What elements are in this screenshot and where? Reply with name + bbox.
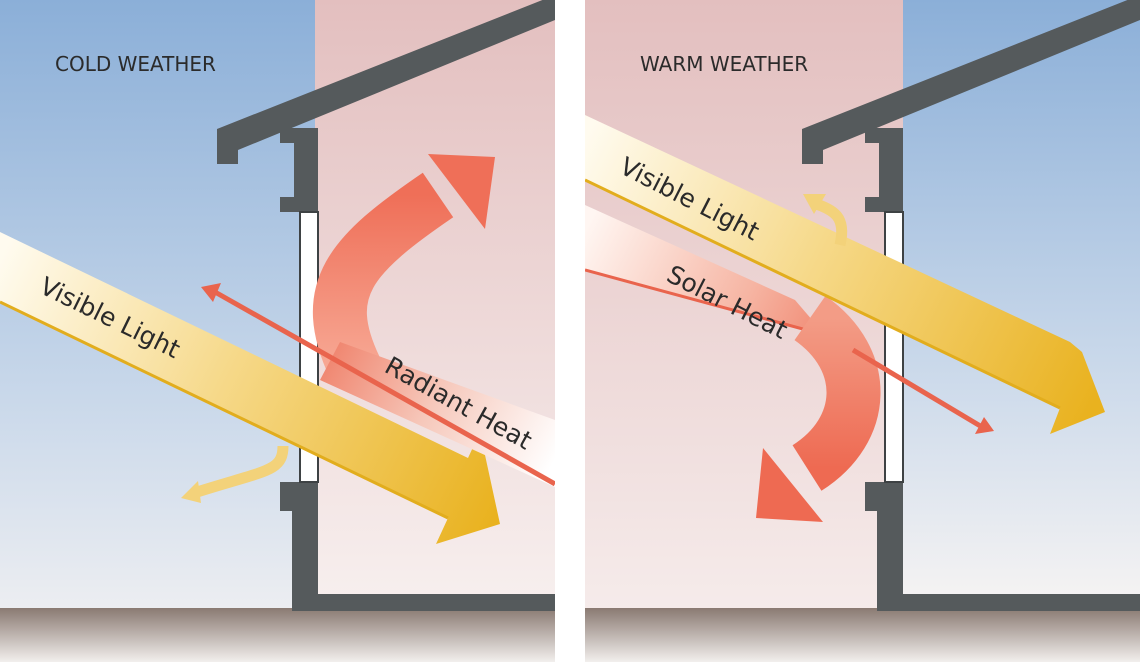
rising-heat-curve-arrow [312, 172, 454, 380]
heat-transfer-arrow-line [851, 347, 984, 430]
cold-weather-panel: COLD WEATHER Visible Light Radiant Heat [0, 0, 555, 662]
warm-weather-panel: WARM WEATHER Visible Light Solar Heat [585, 0, 1140, 662]
ground [585, 608, 1140, 662]
roof-eave [217, 0, 555, 164]
solar-heat-arrowhead [756, 448, 823, 522]
upper-wall-section [865, 128, 903, 212]
radiant-heat-arrowhead [201, 283, 221, 302]
cold-weather-diagram: COLD WEATHER Visible Light Radiant Heat [0, 0, 555, 662]
reflected-light-arrowhead [181, 481, 201, 503]
ground [0, 608, 555, 662]
upper-wall-section [280, 128, 318, 212]
window-glass [884, 211, 904, 483]
visible-light-arrow [585, 115, 1105, 434]
radiant-heat-arrow-line [213, 289, 555, 487]
panel-title: WARM WEATHER [640, 52, 808, 76]
solar-heat-band [585, 205, 825, 335]
reflected-light-arrow [192, 445, 289, 499]
rising-heat-arrowhead [428, 154, 495, 229]
roof-eave [802, 0, 1140, 164]
lower-wall-and-floor [865, 482, 1140, 611]
solar-heat-band-edge [585, 268, 826, 337]
reflected-light-arrowhead [803, 194, 826, 214]
heat-transfer-arrowhead [975, 417, 994, 434]
lower-wall-and-floor [280, 482, 555, 611]
visible-light-arrow-edge [0, 300, 449, 520]
solar-heat-curve-arrow [791, 295, 881, 491]
warm-weather-diagram: WARM WEATHER Visible Light Solar Heat [585, 0, 1140, 662]
visible-light-arrow [0, 232, 500, 544]
panel-title: COLD WEATHER [55, 52, 216, 76]
visible-light-arrow-edge [585, 178, 1061, 410]
